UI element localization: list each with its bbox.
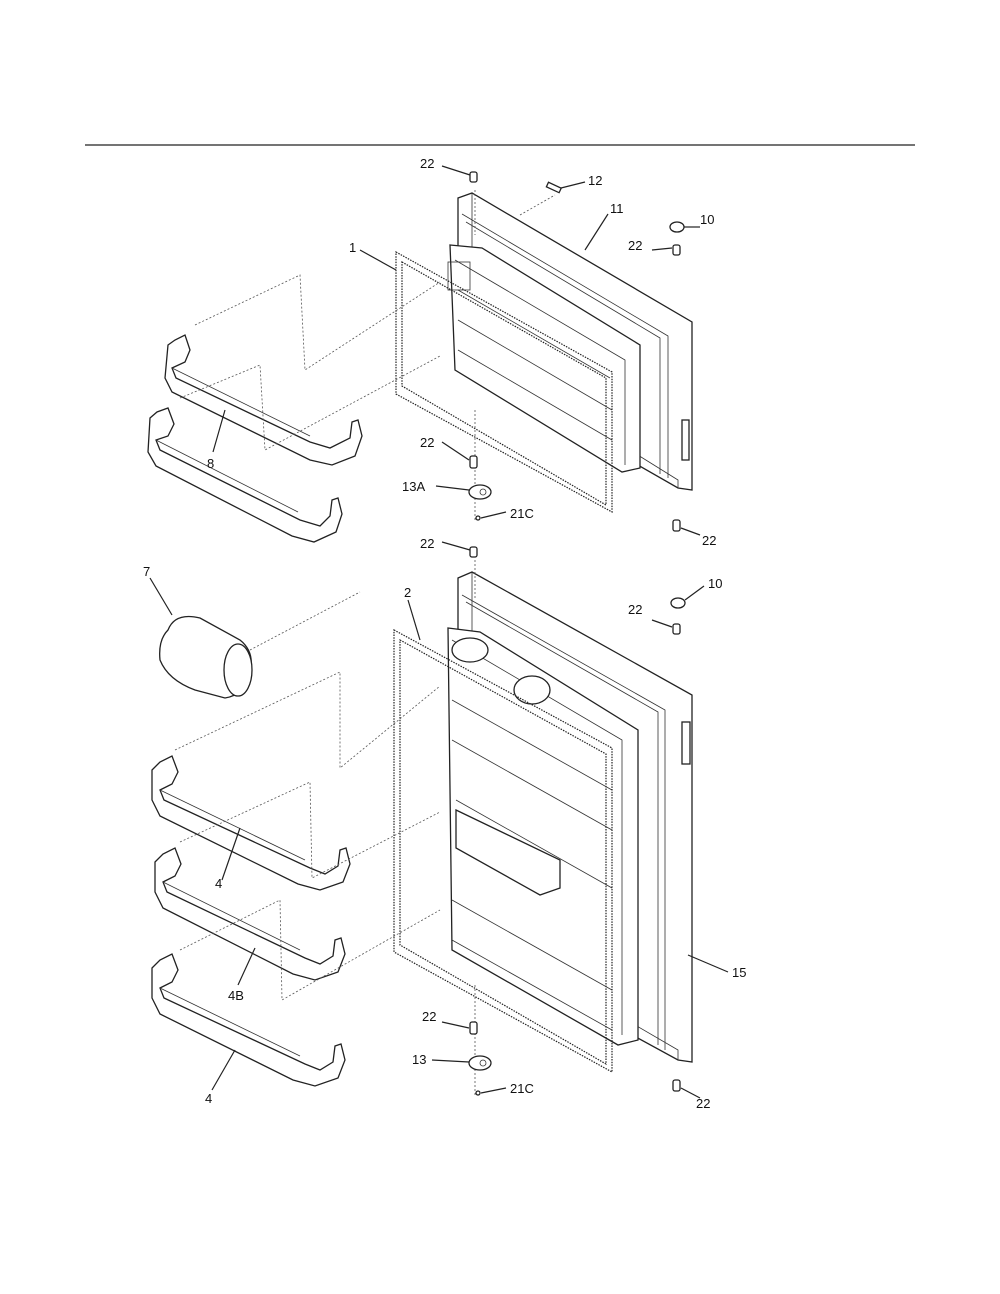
callout-label: 4 xyxy=(205,1091,212,1106)
fresh-food-door-gasket xyxy=(393,628,613,1074)
fresh-food-hinge-screw xyxy=(469,1021,478,1035)
callout-label: 13 xyxy=(412,1052,426,1067)
freezer-door-assembly xyxy=(147,171,693,543)
callout-label: 22 xyxy=(420,435,434,450)
callout-label: 21C xyxy=(510,1081,534,1096)
fresh-food-handle-screw xyxy=(672,623,681,635)
fresh-food-side-screw xyxy=(672,1079,681,1092)
freezer-door-gasket xyxy=(395,250,613,514)
callout-label: 22 xyxy=(422,1009,436,1024)
freezer-door-shelf-lower xyxy=(147,407,343,543)
fresh-food-door-shelf-4b xyxy=(154,847,346,981)
callout-label: 1 xyxy=(349,240,356,255)
freezer-handle-plug xyxy=(669,221,685,233)
fresh-food-top-screw xyxy=(469,546,478,558)
callout-label: 22 xyxy=(628,238,642,253)
callout-label: 21C xyxy=(510,506,534,521)
callout-label: 4B xyxy=(228,988,244,1003)
callout-label: 22 xyxy=(702,533,716,548)
callouts-fresh-food: 22 7 2 10 22 4 4B 4 15 22 13 21C 22 xyxy=(143,536,746,1111)
fresh-food-bottom-hinge xyxy=(468,1055,492,1071)
callout-label: 7 xyxy=(143,564,150,579)
callout-label: 10 xyxy=(700,212,714,227)
callouts-freezer: 22 12 11 10 22 1 8 22 13A 21C 22 xyxy=(207,156,716,548)
callout-label: 22 xyxy=(420,156,434,171)
fresh-food-door-liner xyxy=(447,627,639,1046)
callout-label: 8 xyxy=(207,456,214,471)
fresh-food-hinge-pin xyxy=(475,1090,481,1096)
freezer-label-12 xyxy=(545,181,563,194)
fresh-food-door-shelf-1 xyxy=(151,755,351,891)
freezer-bottom-hinge xyxy=(468,484,492,500)
freezer-hinge-pin xyxy=(475,515,481,521)
freezer-top-screw xyxy=(469,171,478,183)
fresh-food-door-assembly xyxy=(151,546,693,1096)
leader-lines xyxy=(149,165,729,1099)
butter-bin xyxy=(159,615,253,699)
callout-label: 13A xyxy=(402,479,425,494)
callout-label: 2 xyxy=(404,585,411,600)
callout-label: 4 xyxy=(215,876,222,891)
callout-label: 22 xyxy=(696,1096,710,1111)
freezer-hinge-screw xyxy=(469,455,478,469)
freezer-handle-screw xyxy=(672,244,681,256)
callout-label: 15 xyxy=(732,965,746,980)
callout-label: 22 xyxy=(628,602,642,617)
freezer-door-liner xyxy=(447,244,641,473)
callout-label: 22 xyxy=(420,536,434,551)
callout-label: 10 xyxy=(708,576,722,591)
fresh-food-handle-plug xyxy=(670,597,686,609)
callout-label: 11 xyxy=(610,201,624,216)
freezer-door-shelf-upper xyxy=(164,334,363,466)
freezer-side-screw xyxy=(672,519,681,532)
fresh-food-door-shelf-3 xyxy=(151,953,346,1087)
callout-label: 12 xyxy=(588,173,602,188)
